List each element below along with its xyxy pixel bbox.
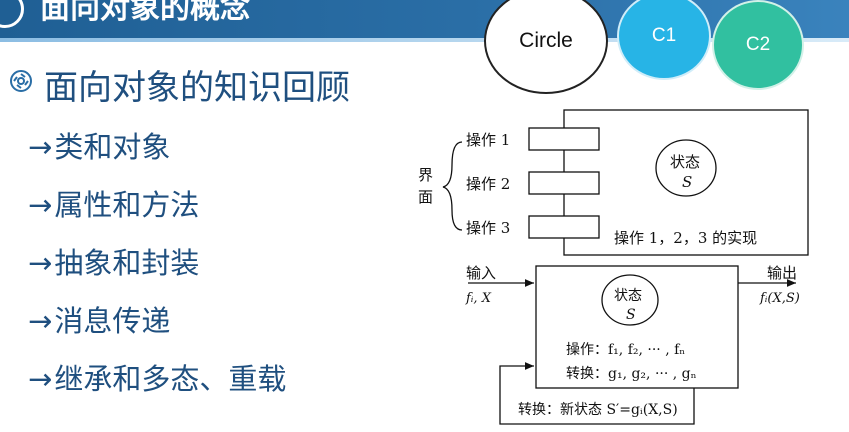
state-label-2: 状态	[614, 288, 642, 304]
input-label: 输入	[466, 264, 496, 282]
op-3-box	[528, 215, 600, 239]
outline-item: →消息传递	[28, 304, 171, 338]
op-3-label: 操作 3	[466, 219, 510, 237]
op-1-label: 操作 1	[466, 131, 510, 149]
trans-line: 转换：g₁, g₂, ··· , gₙ	[566, 365, 697, 382]
swirl-bullet-icon	[10, 70, 32, 92]
outline-item: →属性和方法	[28, 188, 200, 222]
c2-object-bubble: C2	[712, 0, 804, 90]
interface-brace	[442, 141, 463, 231]
outline-heading: 面向对象的知识回顾	[44, 68, 350, 108]
state-label: 状态	[670, 153, 700, 171]
impl-label: 操作 1，2，3 的实现	[614, 229, 757, 247]
output-label: 输出	[767, 264, 797, 282]
outline-item: →抽象和封装	[28, 246, 200, 280]
outline-item: →类和对象	[28, 130, 171, 164]
feedback-label: 转换：新状态 S′=gᵢ(X,S)	[518, 401, 678, 418]
circle-class-bubble: Circle	[484, 0, 608, 94]
state-var-2: S	[626, 307, 636, 323]
object-box-2	[535, 265, 739, 389]
header-accent-line	[0, 38, 849, 42]
state-ellipse	[655, 139, 717, 197]
c1-object-bubble: C1	[617, 0, 711, 80]
state-ellipse-2	[601, 274, 659, 326]
interface-label-2: 面	[418, 188, 433, 206]
feedback-arrow	[499, 362, 695, 425]
output-expr: fᵢ(X,S)	[759, 291, 800, 306]
op-2-label: 操作 2	[466, 175, 510, 193]
outline-item: →继承和多态、重载	[28, 362, 287, 396]
op-2-box	[528, 171, 600, 195]
ops-line: 操作：f₁, f₂, ··· , fₙ	[566, 342, 685, 358]
page-title: 面向对象的概念	[40, 0, 250, 26]
message-diagram	[468, 265, 796, 425]
interface-label-1: 界	[418, 166, 433, 184]
input-args: fᵢ, X	[465, 291, 492, 306]
op-1-box	[528, 127, 600, 151]
state-var: S	[682, 173, 692, 191]
interface-diagram	[442, 109, 809, 256]
